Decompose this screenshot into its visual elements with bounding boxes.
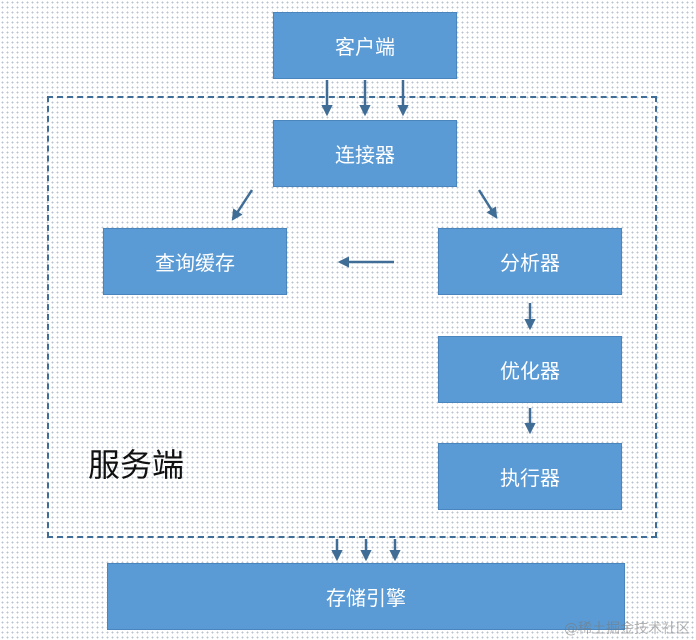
connector-node: 连接器 [273,120,457,187]
connector-to-cache-arrow [231,189,254,221]
server-boundary [47,96,657,538]
storage-engine-node: 存储引擎 [107,563,625,630]
query-cache-node: 查询缓存 [103,228,287,295]
executor-node: 执行器 [438,443,622,510]
analyzer-node: 分析器 [438,228,622,295]
optimizer-node: 优化器 [438,336,622,403]
client-node: 客户端 [273,12,457,79]
watermark-text: @稀土掘金技术社区 [564,621,690,637]
server-label: 服务端 [88,446,185,484]
connector-to-analyzer-arrow [477,189,498,219]
